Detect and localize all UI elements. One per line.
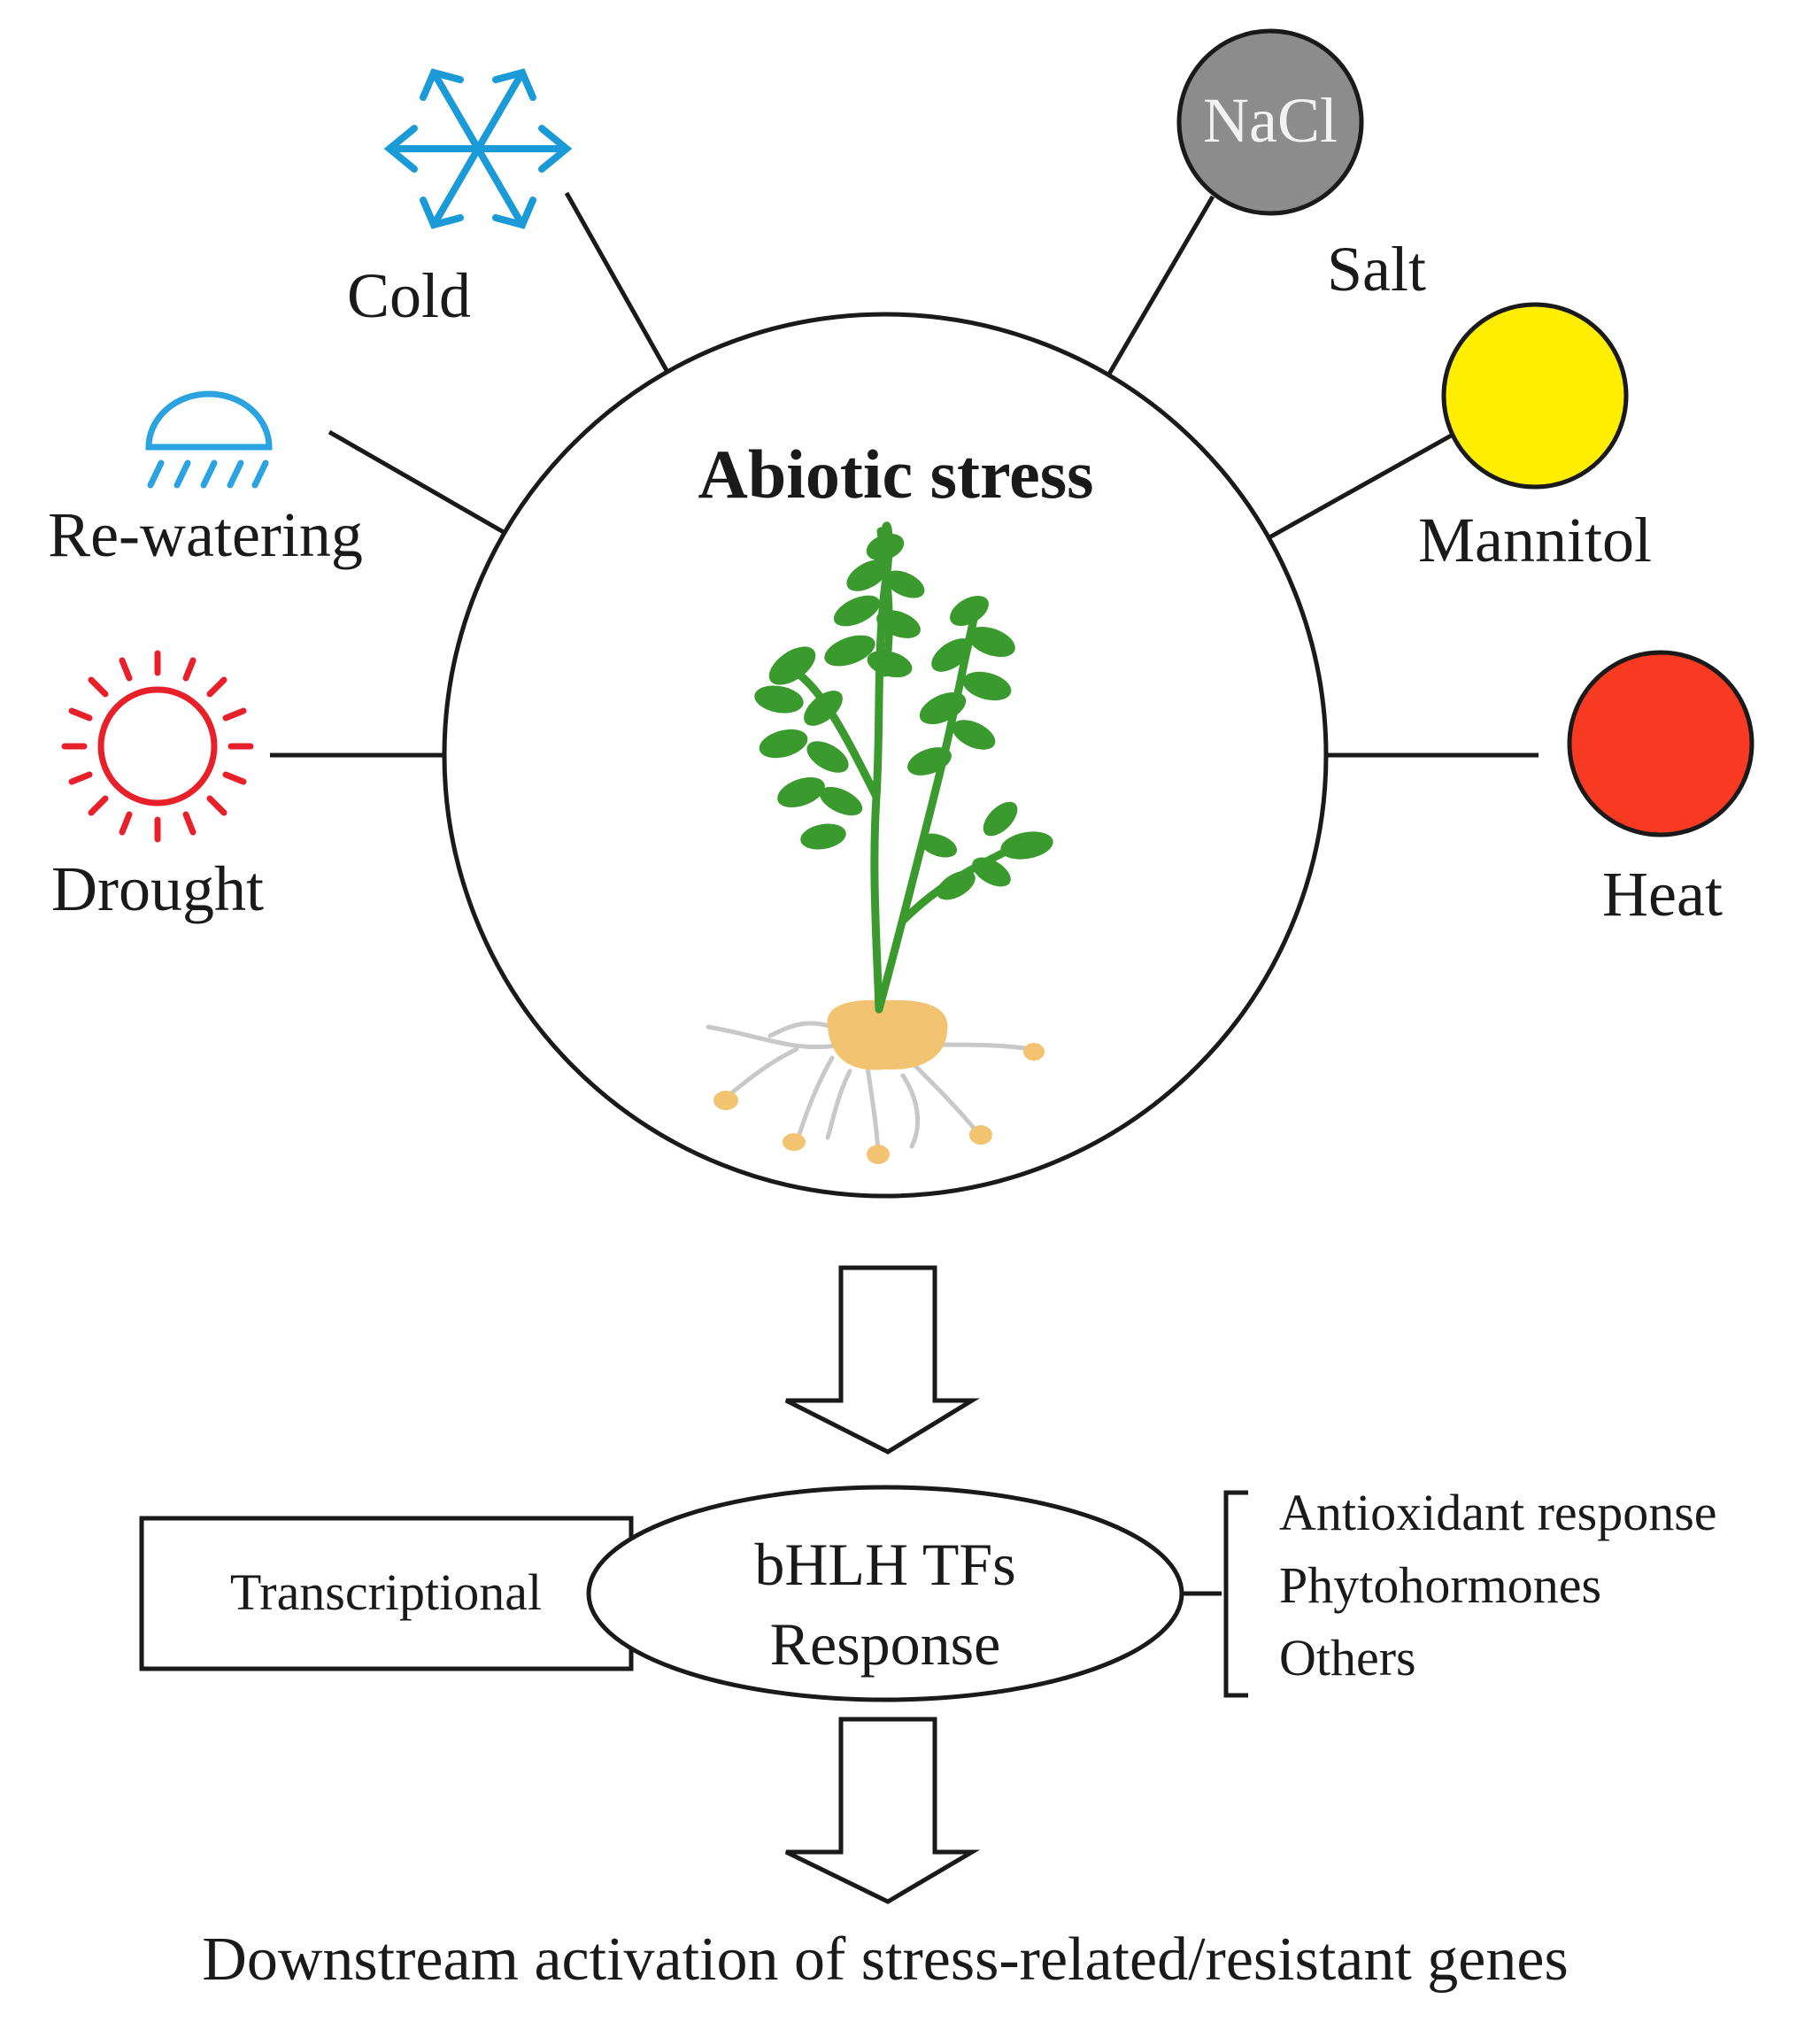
salt-connector [1093,195,1215,398]
snowflake-icon [383,68,573,229]
leaves [754,533,1053,900]
bhlh-line2: Response [770,1610,1001,1678]
abiotic-stress-circle [442,312,1329,1199]
outcome-antioxidant: Antioxidant response [1279,1484,1717,1541]
roots [706,1021,1034,1154]
outcome-others: Others [1279,1629,1416,1686]
down-arrow-2 [784,1717,981,1904]
bhlh-line1: bHLH TFs [754,1531,1015,1598]
outcomes-bracket [1223,1490,1248,1698]
sun-icon [61,650,254,843]
diagram-title: Abiotic stress [698,436,1093,513]
cold-connector [564,191,682,396]
rewatering-connector [328,429,522,544]
connector-lines [270,191,1539,758]
rewatering-label: Re-watering [48,499,363,570]
main-tuber [827,999,948,1070]
down-arrow-1 [784,1265,980,1455]
mannitol-label: Mannitol [1418,505,1652,575]
outcome-phytohormones: Phytohormones [1279,1556,1601,1614]
salt-label: Salt [1327,234,1426,305]
mannitol-connector [1253,428,1462,548]
heat-label: Heat [1602,859,1723,930]
drought-label: Drought [51,853,264,924]
heat-circle-icon [1567,650,1754,837]
transcriptional-label: Transcriptional [230,1563,542,1621]
salt-circle-icon [1176,28,1364,216]
cold-label: Cold [347,260,471,331]
mannitol-circle-icon [1441,302,1629,490]
salt-symbol: NaCl [1203,85,1338,156]
conclusion-text: Downstream activation of stress-related/… [202,1926,1568,1994]
small-tubers [713,1043,1045,1164]
rain-cloud-icon [145,390,273,489]
potato-plant-illustration [706,521,1053,1164]
